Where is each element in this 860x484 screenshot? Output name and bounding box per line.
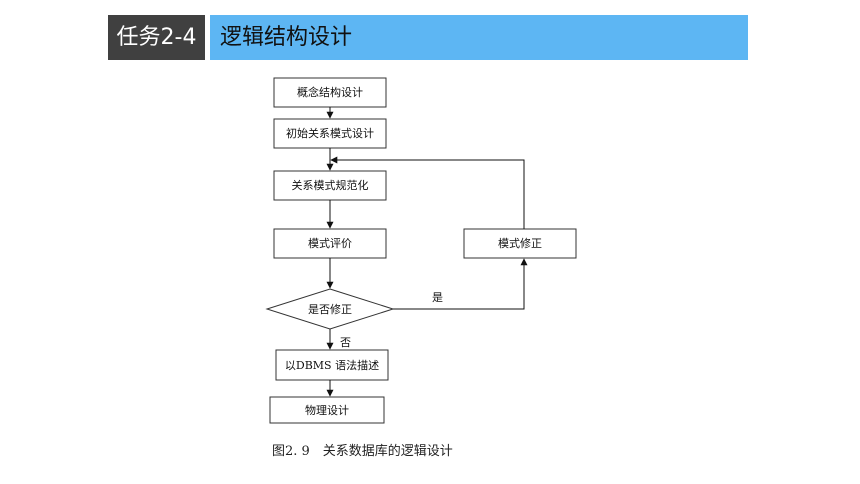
node-dbms-syntax-label: 以DBMS 语法描述: [285, 358, 379, 372]
node-conceptual-design-label: 概念结构设计: [297, 85, 363, 99]
node-dbms-syntax: 以DBMS 语法描述: [275, 349, 389, 381]
task-number-label: 任务2-4: [108, 15, 205, 60]
node-decision-label: 是否修正: [308, 302, 352, 316]
node-conceptual-design: 概念结构设计: [273, 77, 387, 108]
edge-label-yes: 是: [432, 291, 443, 304]
arrow-decision-to-modify: [393, 258, 528, 310]
node-schema-modify-label: 模式修正: [498, 236, 542, 250]
node-initial-schema-label: 初始关系模式设计: [286, 126, 374, 140]
edge-label-no: 否: [340, 336, 351, 349]
node-physical-design: 物理设计: [269, 396, 385, 424]
node-schema-modify: 模式修正: [463, 228, 577, 259]
node-evaluate: 模式评价: [273, 228, 387, 259]
node-decision: 是否修正: [265, 288, 395, 330]
section-title: 逻辑结构设计: [210, 15, 748, 60]
figure-caption: 图2. 9 关系数据库的逻辑设计: [272, 444, 453, 459]
arrow-modify-to-normalize-loop: [330, 156, 525, 229]
node-evaluate-label: 模式评价: [308, 237, 352, 250]
node-normalize-label: 关系模式规范化: [292, 178, 369, 192]
node-initial-schema: 初始关系模式设计: [273, 118, 387, 149]
node-physical-design-label: 物理设计: [305, 403, 349, 417]
node-normalize: 关系模式规范化: [273, 170, 387, 201]
